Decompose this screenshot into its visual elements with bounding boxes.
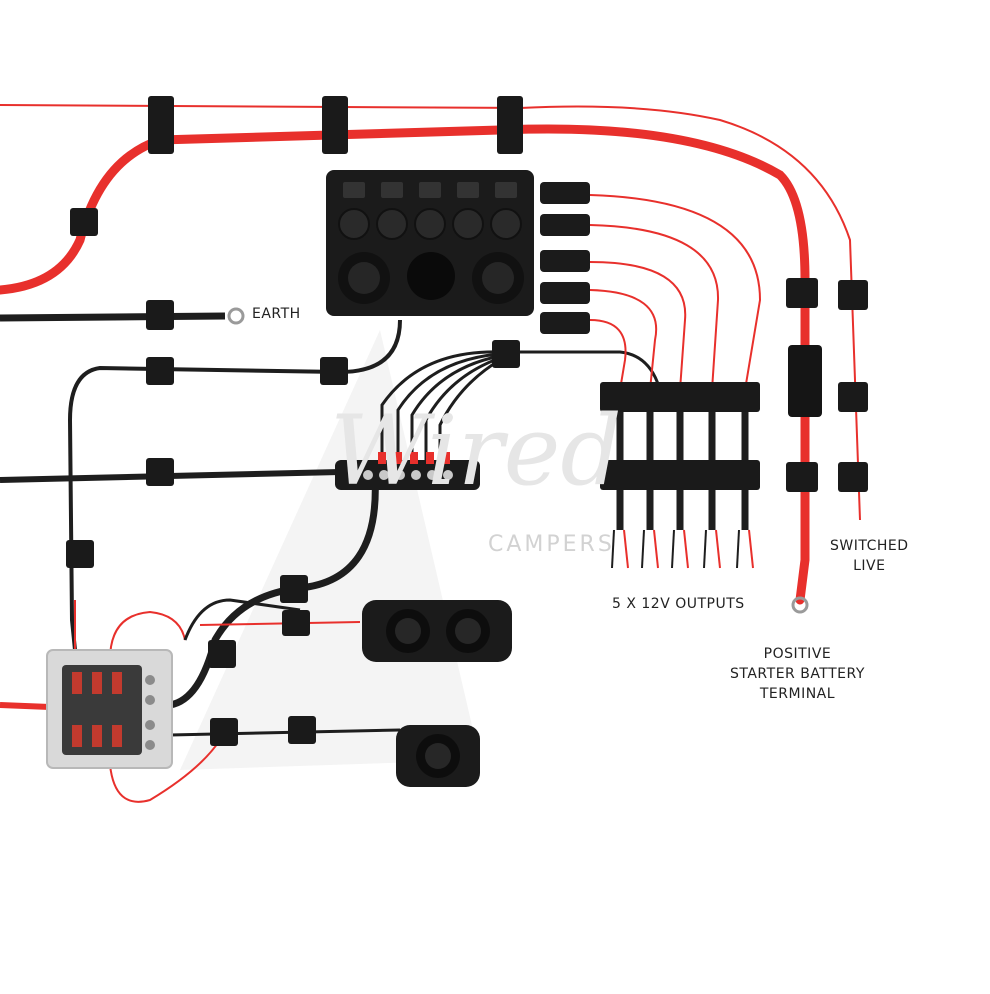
outputs-label-text: 5 X 12V OUTPUTS (612, 596, 745, 612)
positive-terminal-line-1: POSITIVE (763, 646, 832, 662)
12v-socket-icon (362, 600, 512, 662)
output-tails (611, 529, 754, 569)
inline-fuse-icon (788, 345, 822, 417)
fuse-box-icon (46, 649, 173, 769)
fusebox-main-feed (0, 702, 51, 710)
ring-terminal-positive (791, 596, 809, 614)
earth-label: EARTH (252, 304, 301, 324)
switched-live-line-2: LIVE (853, 558, 886, 574)
bus-bar-icon (335, 452, 480, 490)
bus-negative-wire (169, 477, 379, 709)
earth-label-text: EARTH (252, 306, 301, 322)
switch-panel (326, 170, 590, 334)
positive-terminal-line-2: STARTER BATTERY (730, 666, 865, 682)
watermark-word: CAMPERS (488, 532, 615, 557)
dual-socket-wire (183, 598, 301, 641)
outputs-label: 5 X 12V OUTPUTS (612, 594, 745, 614)
switched-live-line-1: SWITCHED (830, 538, 909, 554)
fusebox-positive-wires (74, 600, 361, 803)
ring-terminal-earth (227, 307, 245, 325)
positive-terminal-line-3: TERMINAL (759, 686, 836, 702)
watermark-script: Wired (330, 395, 622, 507)
12v-socket-icon (396, 725, 480, 787)
negative-loop-wire (67, 319, 402, 651)
output-positive-wires (589, 194, 762, 391)
negative-branches (380, 350, 662, 460)
positive-terminal-label: POSITIVE STARTER BATTERY TERMINAL (730, 644, 865, 704)
switched-live-wire (0, 104, 861, 521)
switched-live-label: SWITCHED LIVE (830, 536, 909, 576)
earth-wire (0, 312, 226, 322)
main-positive-wire (0, 124, 810, 605)
cable-clips (66, 96, 868, 746)
single-socket-wire (169, 728, 401, 737)
